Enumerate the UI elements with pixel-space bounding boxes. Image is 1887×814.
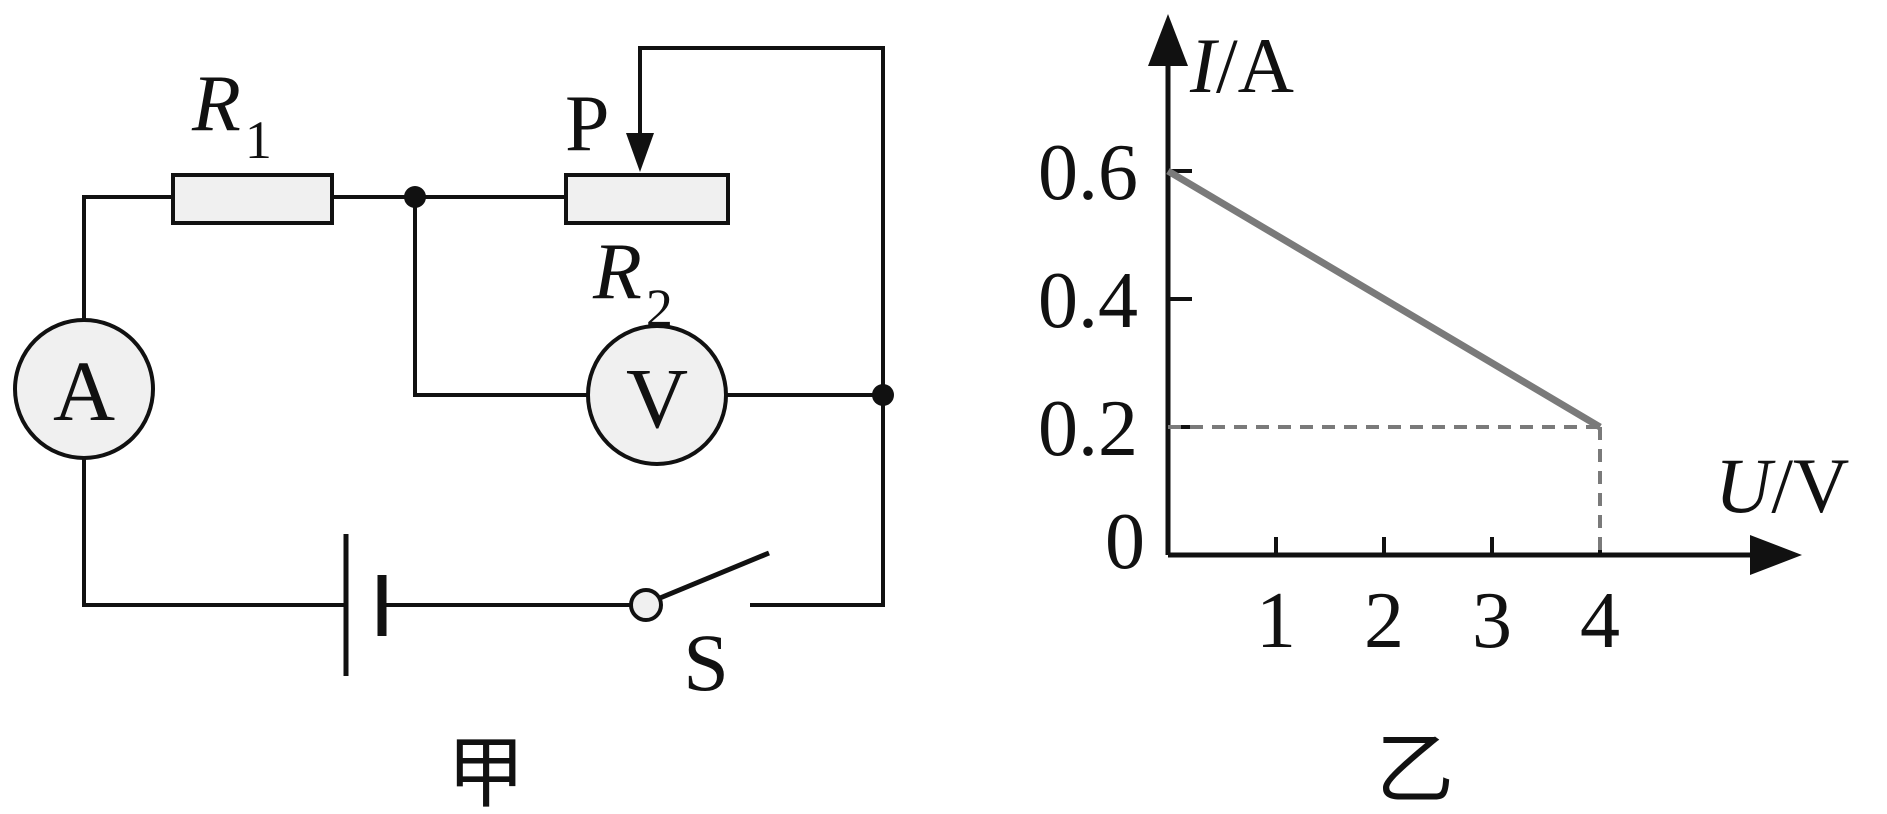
- x-axis-title: U/V: [1715, 442, 1849, 529]
- y-tick-label: 0.2: [1038, 385, 1138, 473]
- r1-label: R1: [191, 60, 272, 170]
- y-tick-label: 0.6: [1038, 129, 1138, 217]
- x-tick-label: 2: [1364, 577, 1404, 665]
- y-axis-arrow: [1148, 14, 1188, 66]
- junction-dot: [404, 186, 426, 208]
- junction-dot: [872, 384, 894, 406]
- y-axis-title: I/A: [1189, 22, 1294, 109]
- slider-label-p: P: [565, 80, 610, 168]
- graph-caption: 乙: [1376, 725, 1454, 814]
- rheostat-r2: [564, 173, 730, 225]
- r2-label: R2: [592, 228, 673, 338]
- wire-left-lower: [82, 456, 348, 607]
- slider-arrow: [626, 118, 654, 172]
- x-tick-label: 3: [1472, 577, 1512, 665]
- origin-label: 0: [1105, 498, 1145, 586]
- iu-line: [1166, 167, 1602, 431]
- switch-label-s: S: [683, 617, 729, 708]
- circuit-caption: 甲: [447, 729, 525, 814]
- x-axis-arrow: [1750, 535, 1802, 575]
- ammeter: [13, 318, 155, 460]
- guide-lines: [1168, 425, 1602, 555]
- switch-pivot: [629, 588, 663, 622]
- voltmeter: [586, 324, 728, 466]
- data-series: [1166, 167, 1602, 431]
- x-tick-label: 1: [1256, 577, 1296, 665]
- circuit-diagram: A V R1 P R2 S 甲: [13, 46, 894, 814]
- voltmeter-label: V: [626, 350, 688, 446]
- ammeter-label: A: [53, 343, 115, 439]
- x-tick-label: 4: [1580, 577, 1620, 665]
- wire-voltmeter-left: [413, 195, 590, 397]
- y-tick-label: 0.4: [1038, 257, 1138, 345]
- resistor-r1: [171, 173, 334, 225]
- switch-blade: [659, 550, 770, 601]
- wire-switch-right: [638, 46, 885, 607]
